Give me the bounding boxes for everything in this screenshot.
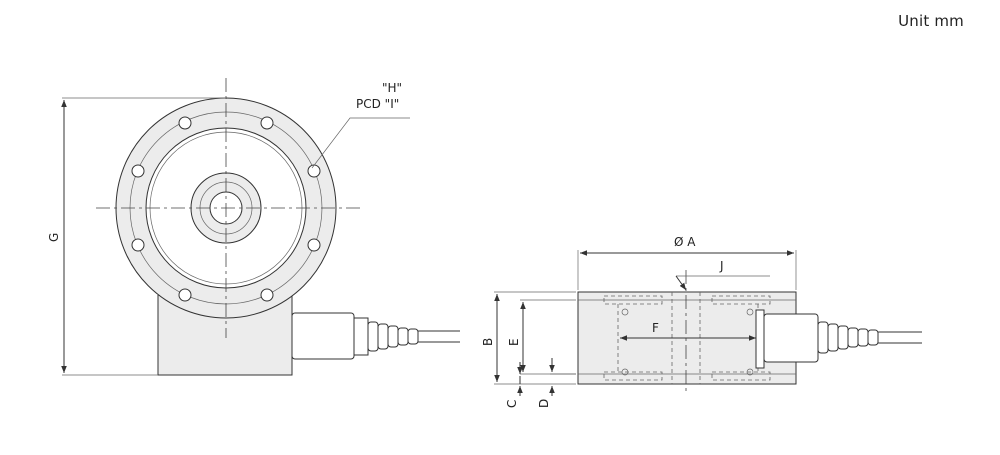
side-gland-flange xyxy=(755,309,765,369)
side-bolt-mark xyxy=(621,368,629,376)
hidden-bottom-right xyxy=(711,371,771,381)
cable-gland-body xyxy=(291,312,355,360)
label-j: J xyxy=(719,259,724,273)
label-b: B xyxy=(481,338,495,346)
bolt-hole xyxy=(260,116,274,130)
bolt-hole xyxy=(131,164,145,178)
side-bolt-mark xyxy=(746,308,754,316)
bolt-hole xyxy=(178,116,192,130)
bolt-hole xyxy=(260,288,274,302)
gland-nut xyxy=(353,317,369,356)
bolt-hole xyxy=(307,238,321,252)
bolt-hole xyxy=(131,238,145,252)
hidden-bottom-left xyxy=(603,371,663,381)
bolt-hole xyxy=(178,288,192,302)
label-pcd: PCD "I" xyxy=(356,97,399,111)
label-f: F xyxy=(652,321,659,335)
label-c: C xyxy=(505,400,519,408)
side-bolt-mark xyxy=(621,308,629,316)
side-strain-relief xyxy=(817,321,879,354)
label-e: E xyxy=(507,338,521,346)
j-arrow xyxy=(675,275,687,291)
front-view xyxy=(61,78,460,376)
side-bolt-mark xyxy=(746,368,754,376)
hidden-top-left xyxy=(603,295,663,305)
label-h: "H" xyxy=(382,81,402,95)
label-a: Ø A xyxy=(674,235,696,249)
bolt-hole xyxy=(307,164,321,178)
pcd-leader xyxy=(311,117,410,169)
hidden-top-right xyxy=(711,295,771,305)
side-view xyxy=(494,250,922,396)
unit-label: Unit mm xyxy=(898,12,964,30)
label-d: D xyxy=(537,399,551,408)
strain-relief xyxy=(367,321,419,352)
side-gland-body xyxy=(763,313,819,363)
label-g: G xyxy=(47,233,61,242)
bolt-holes xyxy=(131,116,321,302)
